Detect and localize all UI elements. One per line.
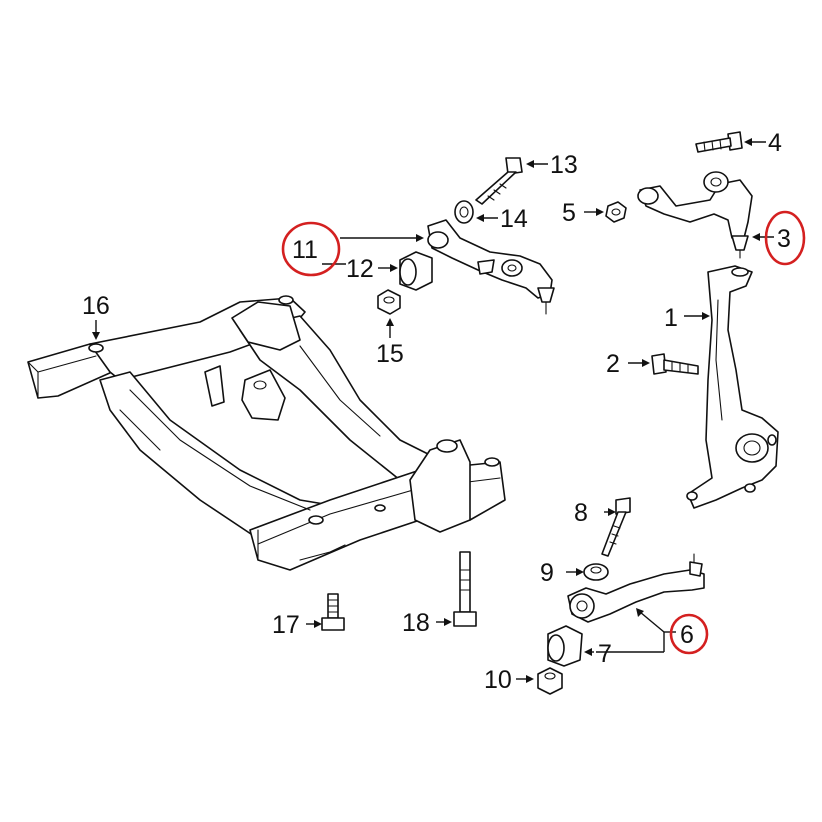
callout-2: 2 <box>606 350 620 378</box>
bolt-18 <box>453 551 477 627</box>
upper-control-arm-right <box>637 171 753 259</box>
bolt-2 <box>651 353 699 375</box>
callout-8: 8 <box>574 499 588 527</box>
nut-5 <box>605 201 627 223</box>
callout-17: 17 <box>272 611 300 639</box>
callout-18: 18 <box>402 609 430 637</box>
callout-1: 1 <box>664 304 678 332</box>
subframe <box>27 295 506 571</box>
callout-13: 13 <box>550 151 578 179</box>
washer-14 <box>454 200 474 224</box>
nut-15 <box>377 289 401 315</box>
callout-7: 7 <box>598 640 612 668</box>
callout-16: 16 <box>82 292 110 320</box>
callout-4: 4 <box>768 129 782 157</box>
callout-5: 5 <box>562 199 576 227</box>
steering-knuckle <box>686 265 779 509</box>
callout-6: 6 <box>680 621 694 649</box>
upper-control-arm-center <box>427 219 555 315</box>
leader-lines <box>92 138 774 683</box>
highlight-ring-6 <box>669 613 709 655</box>
callout-10: 10 <box>484 666 512 694</box>
bolt-4 <box>695 131 743 153</box>
callout-labels: 1 2 3 4 5 6 7 8 9 10 11 12 13 14 15 16 1… <box>82 129 791 694</box>
callout-11: 11 <box>292 236 318 264</box>
callout-12: 12 <box>346 255 374 283</box>
bolt-8 <box>601 497 631 557</box>
highlight-ring-11 <box>281 221 341 277</box>
washer-9 <box>583 563 609 581</box>
lower-control-arm <box>567 553 705 623</box>
callout-14: 14 <box>500 205 528 233</box>
callout-15: 15 <box>376 340 404 368</box>
highlight-ring-3 <box>764 210 806 266</box>
nut-10 <box>537 667 563 695</box>
callout-3: 3 <box>777 225 791 253</box>
bolt-17 <box>321 593 345 631</box>
bushing-12 <box>399 251 433 291</box>
bolt-13 <box>475 157 523 205</box>
callout-9: 9 <box>540 559 554 587</box>
highlight-rings <box>281 210 806 655</box>
bushing-7 <box>547 625 583 667</box>
